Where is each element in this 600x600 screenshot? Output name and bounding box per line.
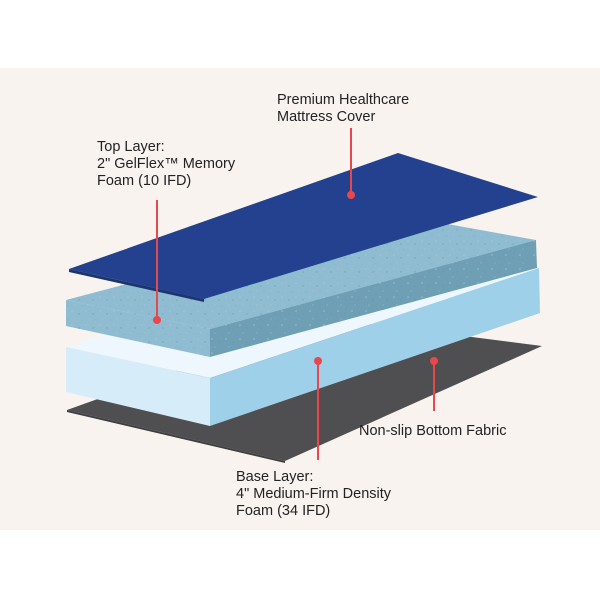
top-layer bbox=[66, 214, 537, 357]
top-layer-label: Top Layer: 2" GelFlex™ Memory Foam (10 I… bbox=[97, 139, 235, 190]
cover-layer bbox=[69, 153, 538, 302]
bottom-fabric-label-line: Non-slip Bottom Fabric bbox=[359, 423, 507, 439]
cover-callout bbox=[347, 128, 355, 199]
cover-label-line: Mattress Cover bbox=[277, 109, 376, 125]
base-layer-label-line: 4" Medium-Firm Density bbox=[236, 486, 392, 502]
top-layer-callout bbox=[153, 200, 161, 324]
cover-label-line: Premium Healthcare bbox=[277, 92, 410, 108]
top-layer-label-line: Foam (10 IFD) bbox=[97, 173, 192, 189]
top-layer-label-line: 2" GelFlex™ Memory bbox=[97, 156, 236, 172]
bottom-fabric-callout bbox=[430, 357, 438, 411]
base-layer-callout bbox=[314, 357, 322, 460]
base-layer-label-line: Base Layer: bbox=[236, 469, 314, 485]
base-layer-label-line: Foam (34 IFD) bbox=[236, 503, 331, 519]
cover-label: Premium Healthcare Mattress Cover bbox=[277, 92, 409, 126]
bottom-fabric-label: Non-slip Bottom Fabric bbox=[359, 423, 506, 440]
base-layer-label: Base Layer: 4" Medium-Firm Density Foam … bbox=[236, 469, 391, 520]
top-layer-label-line: Top Layer: bbox=[97, 139, 165, 155]
